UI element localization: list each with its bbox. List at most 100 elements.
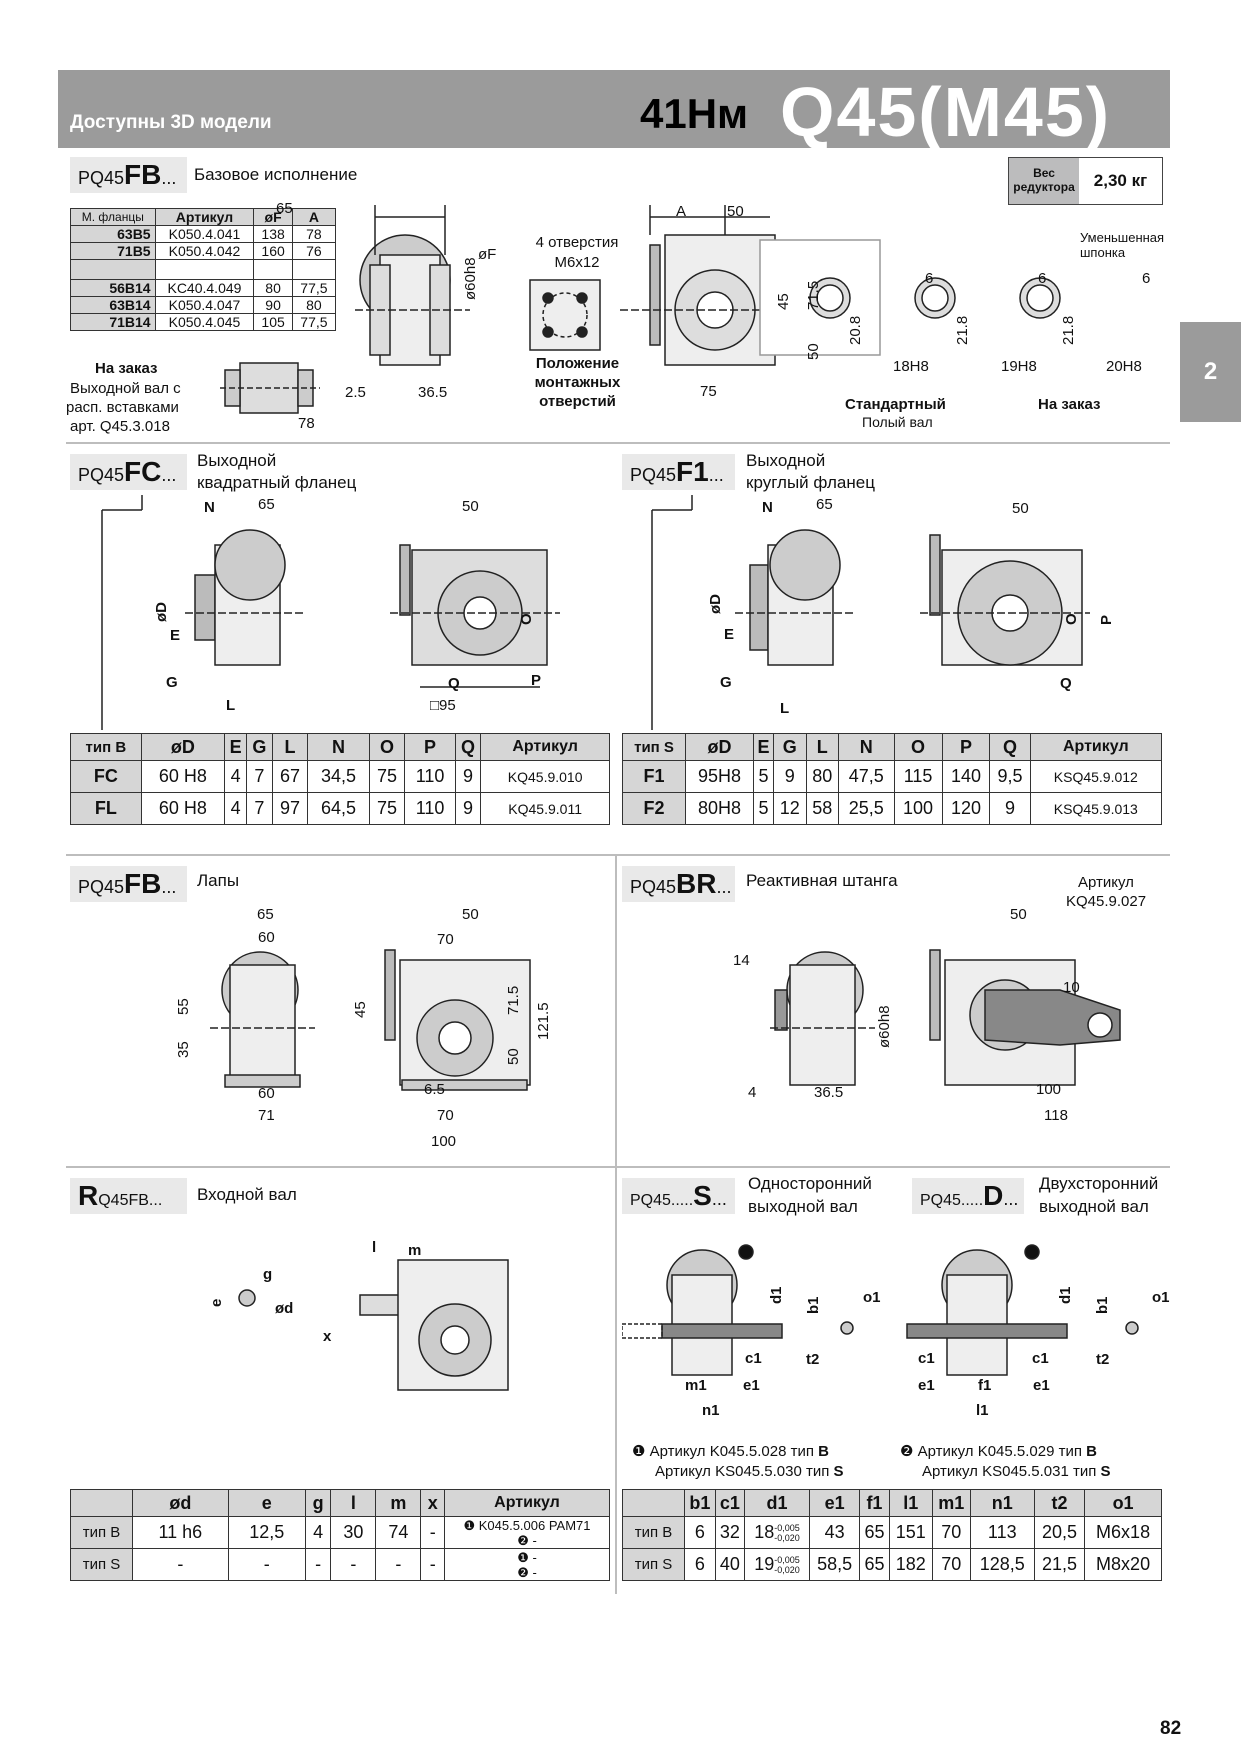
dim: 6	[1038, 270, 1047, 287]
cell: 7	[246, 792, 273, 825]
section-title: Входной вал	[197, 1185, 297, 1204]
cell: 4	[224, 760, 248, 793]
note-text: Артикул K045.5.029 тип	[917, 1443, 1082, 1460]
dim: d1	[768, 1286, 785, 1304]
cell: 75	[368, 792, 406, 825]
arm-article-label: Артикул	[1078, 874, 1134, 891]
dim: 18H8	[893, 358, 929, 375]
cell: KQ45.9.010	[480, 760, 610, 793]
section-title: Лапы	[197, 871, 240, 890]
th: P	[941, 733, 991, 761]
th: A	[291, 208, 337, 226]
tag-prefix: PQ45	[630, 877, 677, 897]
cell: 60 H8	[140, 760, 226, 793]
tag-suffix: ...	[161, 168, 177, 188]
section-tag-fc: PQ45FC...	[70, 454, 187, 490]
article-s: -	[532, 1549, 537, 1565]
tag-code: S	[693, 1180, 712, 1211]
cell: тип B	[622, 1516, 685, 1549]
tol: -0,005	[774, 1555, 800, 1566]
dim: 71.5	[505, 985, 522, 1015]
cell: KQ45.9.011	[480, 792, 610, 825]
th: ød	[132, 1489, 229, 1517]
cell: 140	[941, 760, 991, 793]
cell: 9	[773, 760, 807, 793]
cell: K050.4.041	[154, 225, 255, 243]
th: m1	[931, 1489, 971, 1517]
cell: -	[132, 1548, 229, 1581]
th: øD	[685, 733, 754, 761]
dim: 20H8	[1106, 358, 1142, 375]
tag-code: Q45FB...	[98, 1192, 163, 1209]
section-title: Базовое исполнение	[194, 165, 358, 184]
divider	[66, 442, 1170, 444]
cell: 128,5	[969, 1548, 1035, 1581]
th: М. фланцы	[70, 208, 156, 226]
cell: 11 h6	[132, 1516, 229, 1549]
article-b: K045.5.006 PAM71	[478, 1517, 591, 1533]
th: N	[837, 733, 895, 761]
dim: øF	[478, 246, 497, 263]
th: L	[271, 733, 309, 761]
th: L	[805, 733, 839, 761]
dim: 19H8	[1001, 358, 1037, 375]
dim: N	[204, 499, 215, 516]
dim: 14	[733, 952, 750, 969]
th: e	[227, 1489, 306, 1517]
cell-value: 19	[754, 1553, 775, 1574]
cell: -	[375, 1548, 422, 1581]
cell: 65	[859, 1548, 890, 1581]
cell	[70, 259, 156, 280]
dim: e1	[1033, 1377, 1050, 1394]
section-tag-s: PQ45.....S...	[622, 1178, 735, 1214]
cell: 100	[893, 792, 943, 825]
th: t2	[1033, 1489, 1086, 1517]
dim: 6.5	[424, 1081, 445, 1098]
divider-vertical	[615, 854, 617, 1594]
chapter-tab: 2	[1180, 322, 1241, 422]
cell: 19-0,005-0,020	[744, 1548, 810, 1581]
cell: -	[420, 1516, 445, 1549]
cell: 105	[253, 313, 293, 331]
dim: m	[408, 1242, 422, 1259]
dim: x	[323, 1328, 332, 1345]
cell: 64,5	[307, 792, 370, 825]
section-title: выходной вал	[1039, 1197, 1149, 1216]
order-title: На заказ	[95, 360, 158, 377]
dim: 50	[1010, 906, 1027, 923]
cell: 60 H8	[140, 792, 226, 825]
note-text: Артикул KS045.5.031 тип	[922, 1463, 1097, 1480]
dim: 36.5	[418, 384, 448, 401]
cell: 110	[404, 760, 456, 793]
cell: 58	[805, 792, 839, 825]
tag-suffix: ...	[711, 1189, 727, 1209]
tag-prefix: PQ45	[78, 465, 125, 485]
cell: 9	[454, 760, 482, 793]
th: Артикул	[154, 208, 255, 226]
cell: -	[304, 1548, 332, 1581]
th: O	[893, 733, 943, 761]
dim: e1	[918, 1377, 935, 1394]
mount-label: отверстий	[539, 393, 616, 410]
cell: тип S	[70, 1548, 133, 1581]
header-subtitle: Доступны 3D модели	[70, 112, 272, 133]
section-title: Выходной	[746, 451, 826, 470]
cell: KSQ45.9.013	[1029, 792, 1163, 825]
tag-suffix: ...	[161, 465, 177, 485]
cell: 151	[888, 1516, 933, 1549]
cell: 80	[253, 279, 293, 297]
dim: E	[170, 627, 181, 644]
dim: l	[372, 1239, 377, 1256]
dim: 121.5	[535, 1002, 552, 1040]
cell: -	[330, 1548, 377, 1581]
cell: 40	[714, 1548, 746, 1581]
dim: E	[724, 626, 735, 643]
th: øF	[253, 208, 293, 226]
tag-code: D	[983, 1180, 1004, 1211]
dim: 50	[805, 343, 822, 360]
cell: M6x18	[1084, 1516, 1162, 1549]
cell: 12	[773, 792, 807, 825]
